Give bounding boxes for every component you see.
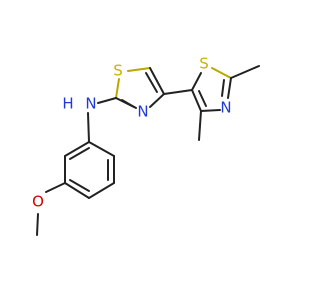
bond-nh-phenyl (87, 112, 90, 143)
bond-c4-c5prime (163, 89, 193, 95)
bond-s1-c2 (115, 78, 120, 99)
bond-c5prime-s1prime (191, 72, 202, 91)
bond-ph-c4-c5-double (69, 179, 90, 192)
bond-c4prime-c5prime-double (198, 90, 207, 107)
bond-c2prime-methyl (230, 65, 260, 79)
bond-ph-c5-o (45, 182, 66, 193)
bond-c2-n3-double (121, 99, 137, 109)
atom-s1prime-label: S (199, 55, 209, 73)
atom-nh-h-label: H (62, 95, 73, 113)
atom-n3-label: N (137, 103, 148, 121)
atom-o-label: O (32, 193, 44, 211)
molecule-diagram: S N S N N H O (32, 55, 260, 236)
atom-n3prime-label: N (220, 99, 231, 117)
atom-nh-n-label: N (85, 95, 96, 113)
bond-n3-c4 (149, 93, 165, 108)
bond-ph-c4-c5 (64, 182, 90, 199)
bond-s1-c5 (127, 67, 151, 72)
bond-c4-c5 (149, 67, 165, 95)
bond-c4prime-c5prime (191, 89, 202, 112)
bond-c2prime-n3prime-double (221, 79, 225, 97)
bond-ph-c3-c4 (88, 182, 115, 199)
bond-c4-c5-double (145, 72, 158, 93)
bond-s1prime-c2prime (211, 67, 232, 79)
bond-ph-c6-c1 (64, 141, 90, 157)
bond-ph-c1-c2 (88, 141, 115, 157)
atom-s1-label: S (113, 62, 123, 80)
bond-n3prime-c4prime (200, 109, 221, 112)
bond-c2-nh (97, 97, 117, 104)
bond-o-methyl (36, 213, 39, 236)
molecule-structure: S N S N N H O (32, 55, 260, 236)
bond-c4prime-methyl (198, 110, 202, 141)
bond-ph-c6-c1-double (69, 147, 90, 160)
bond-c2prime-n3prime (227, 77, 232, 99)
